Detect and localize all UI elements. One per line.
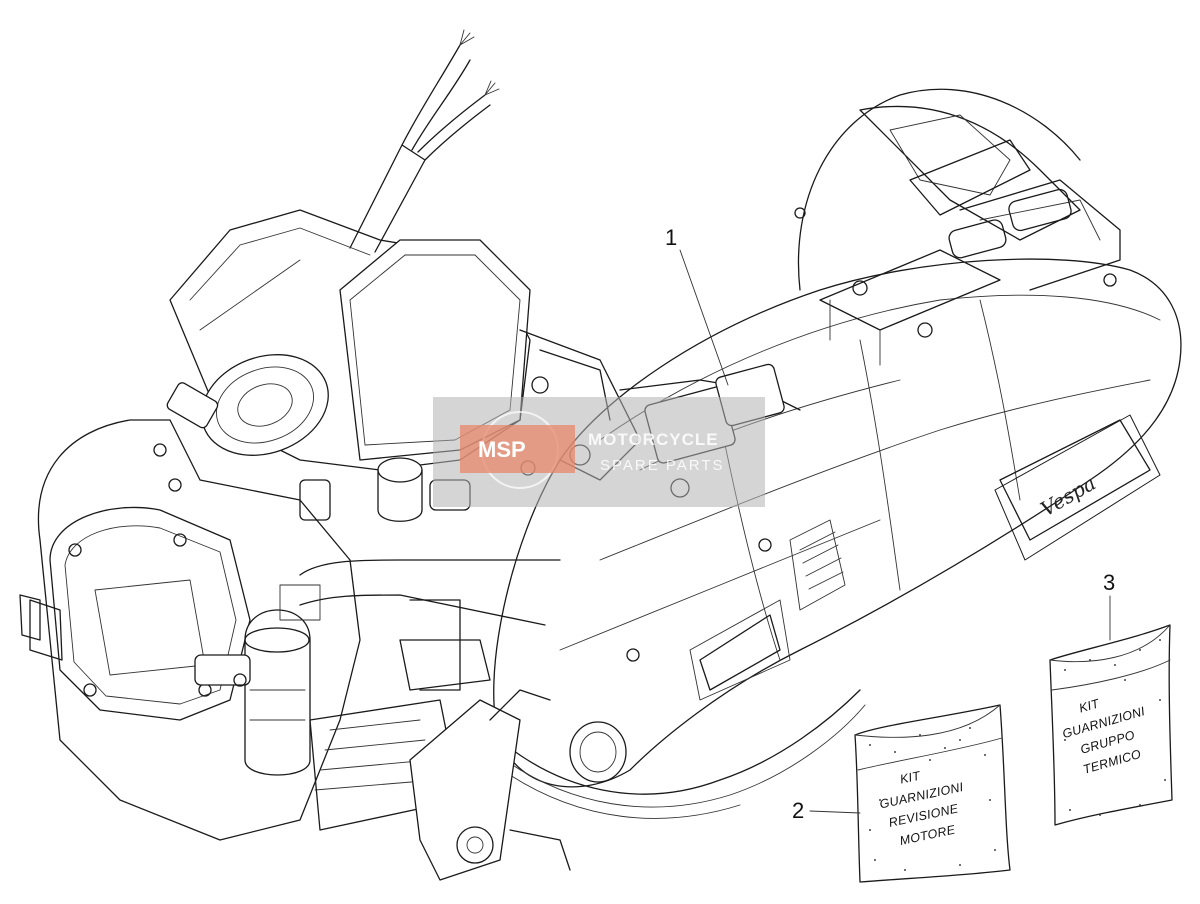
- cover-brand-logo: Vespa: [1036, 471, 1099, 522]
- bag-3-line-1: KIT: [1077, 696, 1101, 715]
- watermark-line-1: MOTORCYCLE: [588, 430, 719, 449]
- callout-1-leader: [679, 249, 729, 386]
- gasket-kit-cylinder-group: KIT GUARNIZIONI GRUPPO TERMICO: [1049, 624, 1173, 826]
- wiring-harness: [349, 29, 500, 253]
- callout-1: 1: [665, 225, 729, 386]
- transmission-cover: [493, 258, 1182, 819]
- callout-2: 2: [792, 798, 861, 823]
- variator-housing: [794, 88, 1121, 366]
- watermark: MSP MOTORCYCLE SPARE PARTS: [433, 397, 765, 507]
- callout-3: 3: [1103, 570, 1115, 641]
- watermark-logo: MSP: [478, 437, 526, 462]
- bag-2-speckle: [869, 727, 996, 871]
- callout-2-leader: [809, 810, 861, 814]
- callout-3-number: 3: [1103, 570, 1115, 595]
- crankcase-and-cylinder: [19, 419, 561, 841]
- callout-1-number: 1: [665, 225, 677, 250]
- callout-2-number: 2: [792, 798, 804, 823]
- bag-2-line-1: KIT: [899, 768, 923, 786]
- watermark-logo-badge: [460, 425, 575, 473]
- bag-3-speckle: [1064, 639, 1166, 816]
- gasket-kit-engine-overhaul: KIT GUARNIZIONI REVISIONE MOTORE: [854, 704, 1011, 883]
- rear-mount-bracket: [409, 538, 772, 881]
- watermark-line-2: SPARE PARTS: [600, 457, 725, 474]
- engine-assembly: Vespa: [19, 29, 1182, 881]
